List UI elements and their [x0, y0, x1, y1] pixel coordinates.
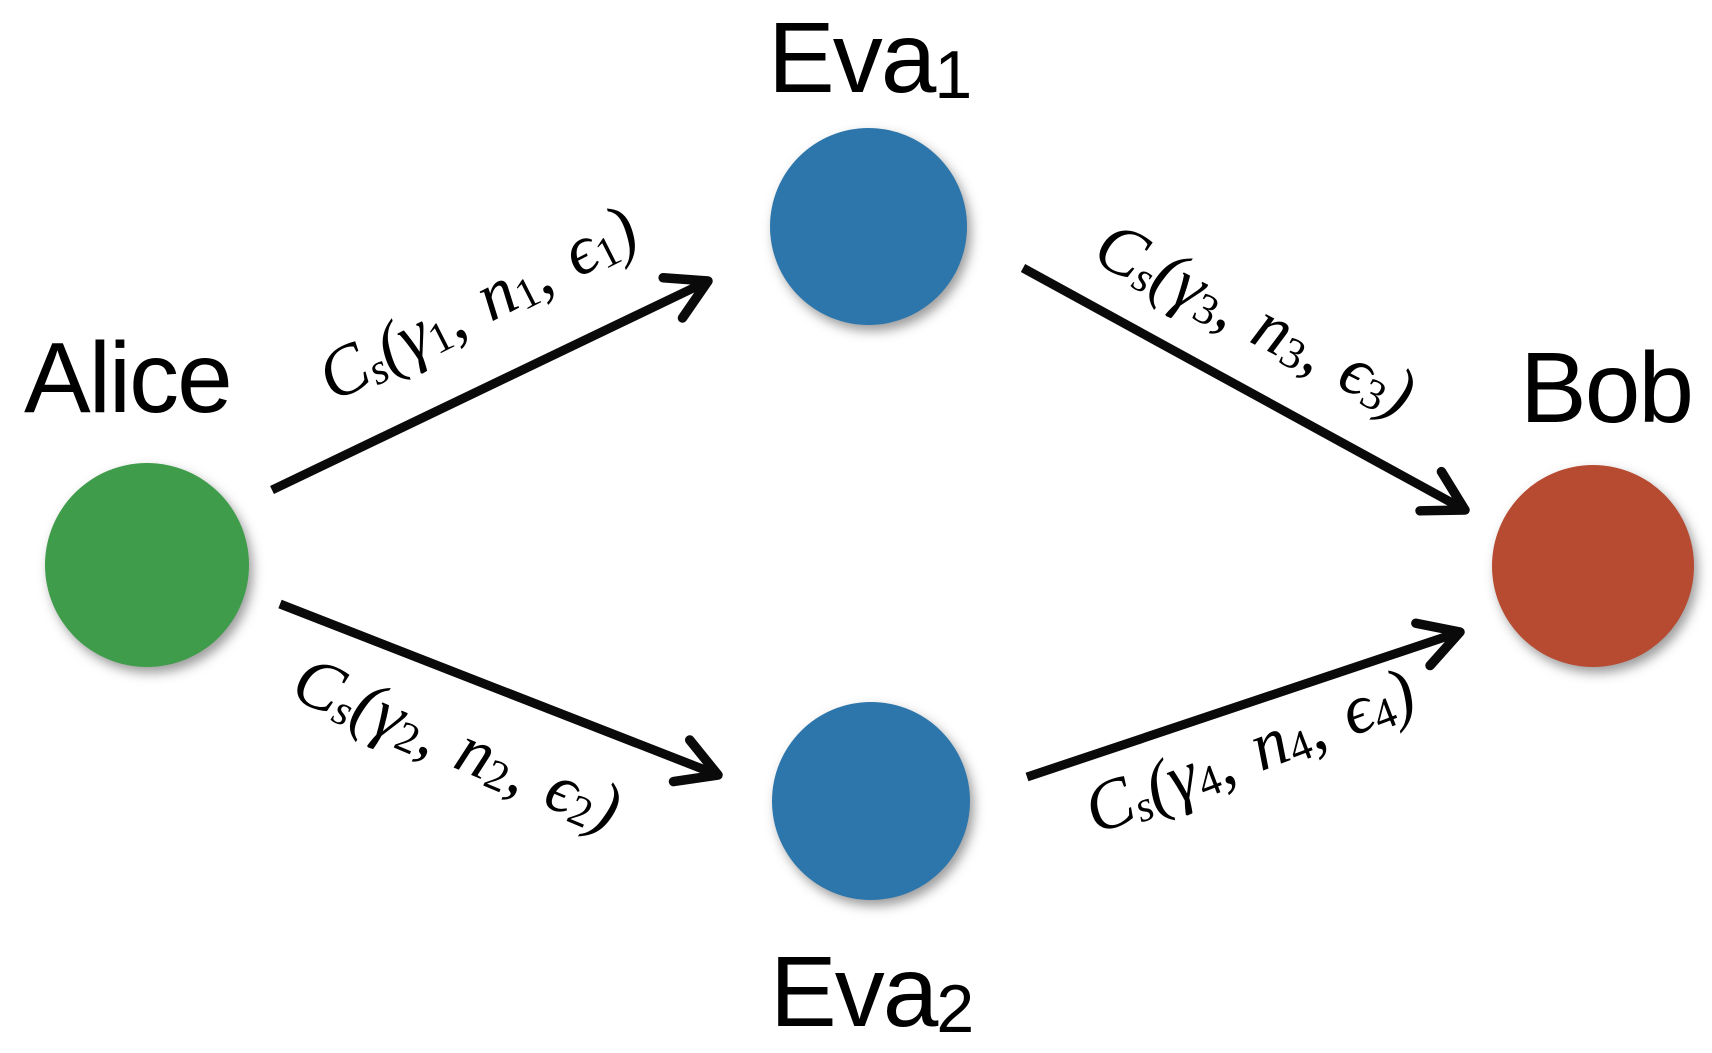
node-label-bob: Bob: [1520, 332, 1694, 444]
node-alice-circle: [45, 463, 249, 667]
node-label-eva2-subscript: 2: [936, 971, 975, 1048]
node-eva2-circle: [772, 702, 970, 900]
node-bob-circle: [1492, 465, 1694, 667]
node-label-eva2: Eva2: [770, 941, 974, 1043]
node-label-eva1-base: Eva: [768, 2, 936, 114]
edge-label-alice-eva2: Cs(γ2, n2, ϵ2): [282, 641, 632, 848]
edge-label-eva1-bob: Cs(γ3, n3, ϵ3): [1083, 206, 1427, 432]
edge-label-alice-eva1: Cs(γ1, n1, ϵ1): [306, 190, 650, 416]
node-eva1-circle: [770, 128, 967, 325]
node-label-eva1: Eva1: [768, 7, 972, 109]
node-label-eva2-base: Eva: [770, 936, 938, 1048]
node-label-alice: Alice: [24, 322, 233, 434]
edge-label-eva2-bob: Cs(γ4, n4, ϵ4): [1074, 653, 1426, 849]
node-label-eva1-subscript: 1: [934, 37, 973, 114]
